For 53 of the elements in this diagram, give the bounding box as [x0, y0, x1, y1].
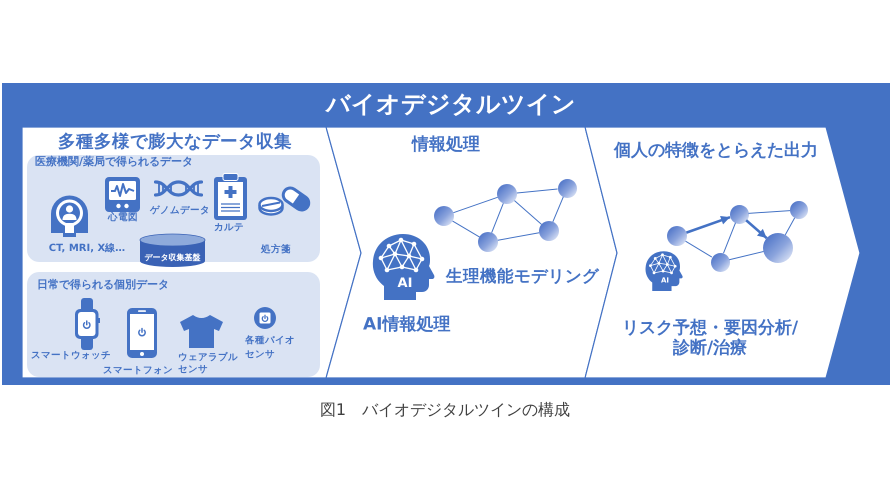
sphere: [497, 184, 517, 204]
head-label: AI: [398, 276, 412, 292]
chevron-panel: [585, 127, 860, 378]
connector-line: [728, 251, 764, 260]
database-cylinder: [140, 234, 205, 267]
figure-caption: 図1 バイオデジタルツインの構成: [320, 400, 570, 420]
icon-caption: スマートウォッチ: [31, 350, 111, 362]
process-label: 生理機能モデリング: [446, 266, 599, 288]
icon-caption: 心電図: [108, 212, 138, 224]
icon-caption: ゲノムデータ: [150, 205, 210, 217]
sphere: [539, 221, 559, 241]
connector-line: [784, 217, 796, 236]
sphere: [710, 252, 730, 272]
arrow: [745, 219, 768, 240]
chevron-panel: [22, 127, 361, 378]
icon-caption: スマートフォン: [103, 365, 173, 377]
sphere: [558, 178, 576, 198]
sphere: [790, 201, 808, 219]
group-heading: 医療機関/薬局で得られるデータ: [35, 155, 194, 169]
connector-line: [452, 196, 498, 214]
connector-line: [748, 210, 791, 214]
sphere: [763, 233, 793, 263]
group-heading: 日常で得られる個別データ: [37, 278, 169, 292]
icon-caption: ウェアラブルセンサ: [178, 352, 239, 376]
connector-line: [516, 188, 558, 194]
rounded-panel: [27, 155, 320, 262]
icon-caption: 処方箋: [261, 244, 291, 256]
connector-line: [491, 202, 504, 234]
icon-caption: カルテ: [214, 222, 244, 234]
connector-line: [452, 220, 480, 238]
connector-line: [497, 232, 540, 241]
sphere: [478, 232, 498, 252]
output-text: リスク予想・要因分析/診断/治療: [620, 318, 800, 358]
connector-line: [514, 200, 542, 225]
connector-line: [685, 240, 712, 258]
banner-title: バイオデジタルツイン: [326, 89, 576, 119]
icon-caption: CT, MRI, X線…: [48, 242, 126, 256]
rounded-panel: [27, 272, 320, 377]
icon-caption: 各種バイオセンサ: [245, 334, 296, 362]
section-heading: 個人の特徴をとらえた出力: [614, 140, 818, 162]
head-silhouette: [372, 232, 435, 300]
section-heading: 多種多様で膨大なデータ収集: [58, 132, 292, 154]
banner-frame: [2, 83, 890, 385]
section-heading: 情報処理: [412, 134, 480, 156]
sphere: [667, 226, 687, 246]
head-silhouette: [645, 250, 683, 291]
cylinder-label: データ収集基盤: [144, 253, 200, 263]
process-label: AI情報処理: [363, 314, 450, 336]
connector-line: [552, 196, 564, 222]
sphere: [434, 206, 454, 226]
connector-line: [723, 222, 736, 254]
sphere: [730, 204, 748, 224]
arrow: [686, 216, 730, 234]
